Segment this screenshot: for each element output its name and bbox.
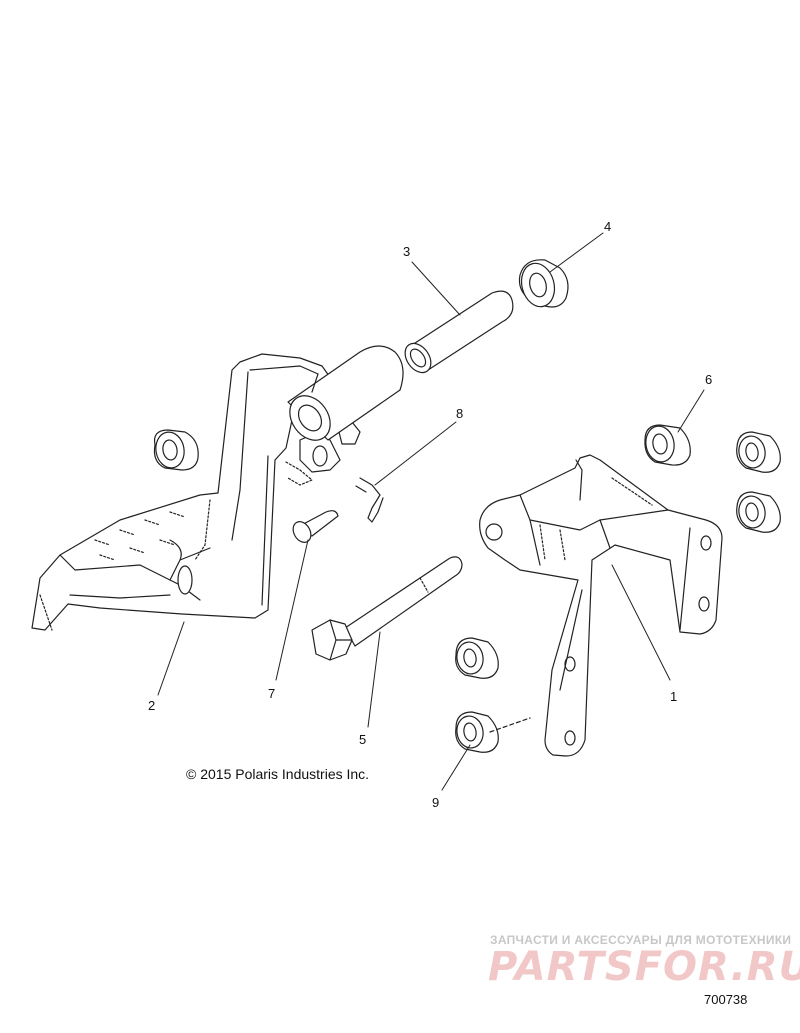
leader-line-5 (368, 632, 380, 727)
callout-5: 5 (359, 732, 367, 747)
copyright-notice: © 2015 Polaris Industries Inc. (186, 766, 370, 782)
leader-line-6 (678, 390, 704, 432)
sleeve-tube-part (400, 291, 513, 377)
callout-3: 3 (403, 244, 411, 259)
brake-pedal-part (32, 346, 403, 630)
bushing-9-part (454, 712, 530, 752)
flanged-bushing-4-part (517, 260, 568, 311)
bushing-6a-part (643, 424, 690, 465)
bolt-part (312, 557, 462, 660)
bushing-left-part (153, 430, 198, 470)
hairpin-clip-part (356, 478, 383, 522)
leader-lines (158, 233, 704, 790)
callout-4: 4 (604, 219, 612, 234)
leader-line-4 (550, 233, 603, 272)
leader-line-7 (276, 540, 308, 680)
leader-line-2 (158, 622, 184, 695)
callout-9: 9 (432, 795, 440, 810)
clevis-pin-part (290, 511, 338, 546)
callout-6: 6 (705, 372, 713, 387)
leader-line-8 (375, 422, 456, 485)
callout-2: 2 (148, 698, 156, 713)
watermark-tagline: ЗАПЧАСТИ И АКСЕССУАРЫ ДЛЯ МОТОТЕХНИКИ (490, 933, 792, 947)
callout-1: 1 (670, 689, 678, 704)
mounting-bracket-part (480, 455, 722, 756)
leader-line-3 (412, 262, 460, 315)
leader-line-9 (442, 745, 470, 790)
watermark-logo: PARTSFOR.RU (488, 944, 800, 990)
diagram-id: 700738 (704, 992, 748, 1007)
leader-line-1 (612, 565, 670, 680)
callout-8: 8 (456, 406, 464, 421)
bushing-lower-part (454, 638, 498, 678)
bushing-6b-part (736, 432, 780, 472)
callout-7: 7 (268, 686, 276, 701)
bushing-6c-part (736, 492, 780, 532)
